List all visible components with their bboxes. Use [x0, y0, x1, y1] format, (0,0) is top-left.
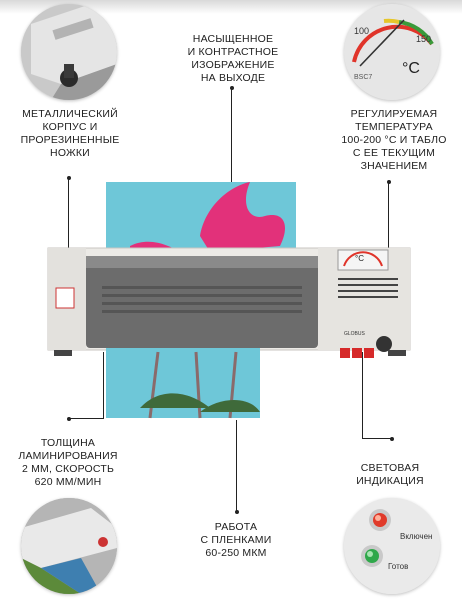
top-gradient — [0, 0, 462, 14]
label-line: 100-200 °С И ТАБЛО — [341, 134, 447, 146]
pointer-line — [388, 182, 389, 256]
pointer-line — [103, 352, 104, 418]
indicator-lights-closeup: Включен Готов — [344, 498, 440, 594]
metal-housing-label: МЕТАЛЛИЧЕСКИЙ КОРПУС И ПРОРЕЗИНЕННЫЕ НОЖ… — [12, 108, 128, 160]
label-line: ИНДИКАЦИЯ — [356, 475, 424, 487]
gauge-scale-end: 150 — [416, 34, 432, 44]
label-line: НОЖКИ — [50, 147, 90, 159]
pointer-dot — [387, 180, 391, 184]
temperature-gauge-closeup: 100 150 °C BSC7 — [344, 4, 440, 100]
temperature-label: РЕГУЛИРУЕМАЯ ТЕМПЕРАТУРА 100-200 °С И ТА… — [334, 108, 454, 173]
label-line: РАБОТА — [214, 521, 258, 533]
label-line: ПРОРЕЗИНЕННЫЕ — [20, 134, 120, 146]
pointer-dot — [67, 176, 71, 180]
label-line: И КОНТРАСТНОЕ — [187, 46, 279, 58]
label-line: РЕГУЛИРУЕМАЯ — [350, 108, 438, 120]
pointer-line — [362, 352, 363, 438]
label-line: ТОЛЩИНА — [40, 437, 96, 449]
label-line: 620 ММ/МИН — [34, 476, 102, 488]
pointer-dot — [67, 417, 71, 421]
label-line: С ЕЕ ТЕКУЩИМ — [352, 147, 436, 159]
label-line: НА ВЫХОДЕ — [200, 72, 266, 84]
saturated-image-label: НАСЫЩЕННОЕ И КОНТРАСТНОЕ ИЗОБРАЖЕНИЕ НА … — [172, 33, 294, 85]
device-unit-symbol: °C — [355, 254, 364, 263]
lamination-thickness-label: ТОЛЩИНА ЛАМИНИРОВАНИЯ 2 ММ, СКОРОСТЬ 620… — [10, 437, 126, 489]
gauge-unit: °C — [402, 60, 420, 77]
label-line: КОРПУС И — [42, 121, 98, 133]
label-line: С ПЛЕНКАМИ — [200, 534, 272, 546]
label-line: НАСЫЩЕННОЕ — [192, 33, 274, 45]
indicator-on-label: Включен — [400, 532, 433, 541]
label-line: СВЕТОВАЯ — [360, 462, 420, 474]
label-line: МЕТАЛЛИЧЕСКИЙ — [22, 108, 118, 120]
label-line: ЛАМИНИРОВАНИЯ — [18, 450, 118, 462]
light-indication-label: СВЕТОВАЯ ИНДИКАЦИЯ — [340, 462, 440, 488]
gauge-model: BSC7 — [354, 74, 373, 81]
pointer-line — [70, 418, 104, 419]
label-line: ИЗОБРАЖЕНИЕ — [191, 59, 275, 71]
pointer-line — [231, 88, 232, 208]
gauge-scale-start: 100 — [354, 26, 370, 36]
pointer-line — [68, 178, 69, 248]
label-line: ТЕМПЕРАТУРА — [355, 121, 433, 133]
pointer-dot — [390, 437, 394, 441]
pointer-line — [236, 420, 237, 512]
pointer-dot — [230, 86, 234, 90]
lamination-closeup-image — [21, 498, 117, 594]
pointer-line — [362, 438, 392, 439]
film-thickness-label: РАБОТА С ПЛЕНКАМИ 60-250 МКМ — [180, 521, 292, 560]
label-line: ЗНАЧЕНИЕМ — [360, 160, 428, 172]
label-line: 2 ММ, СКОРОСТЬ — [21, 463, 115, 475]
laminator-image — [47, 182, 411, 419]
housing-closeup-image — [21, 4, 117, 100]
pointer-dot — [235, 510, 239, 514]
label-line: 60-250 МКМ — [205, 547, 267, 559]
indicator-ready-label: Готов — [388, 562, 409, 571]
device-brand: GLOBUS — [344, 331, 365, 337]
